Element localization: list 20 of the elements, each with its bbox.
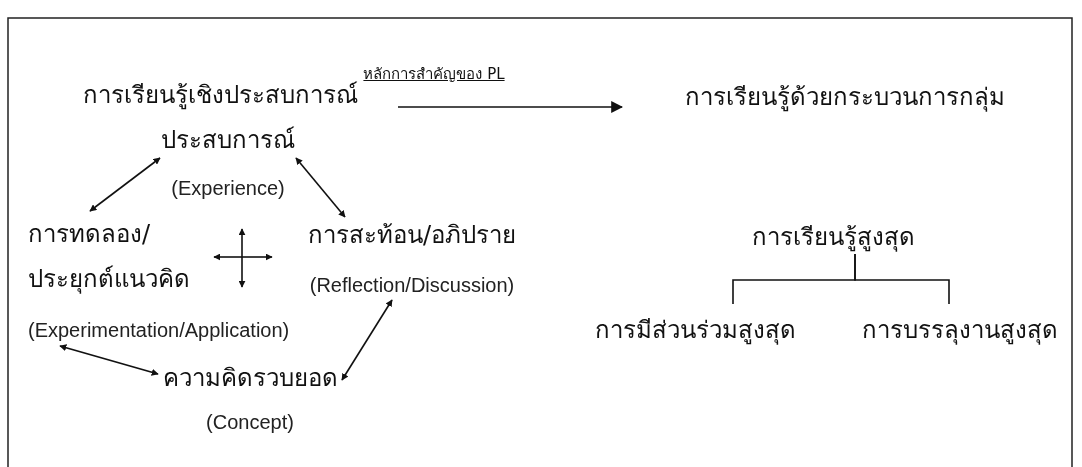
english-label: (Reflection/Discussion) — [308, 273, 516, 297]
arrow — [89, 157, 161, 212]
node-label: การเรียนรู้ด้วยกระบวนการกลุ่ม — [685, 81, 1005, 113]
node-label: การบรรลุงานสูงสุด — [862, 314, 1058, 346]
arrow — [397, 101, 624, 113]
arrow — [341, 299, 393, 381]
node-label: การทดลอง/ประยุกต์แนวคิด — [28, 219, 190, 296]
node-label: การสะท้อน/อภิปราย — [307, 220, 517, 251]
english-label: (Experimentation/Application) — [28, 318, 290, 342]
connector-line — [854, 253, 950, 305]
node-label: การมีส่วนร่วมสูงสุด — [594, 314, 796, 346]
node-label: ความคิดรวบยอด — [162, 363, 338, 394]
node-label: การเรียนรู้เชิงประสบการณ์ — [82, 79, 358, 111]
arrow — [59, 344, 159, 376]
english-label: (Experience) — [170, 176, 286, 200]
node-label: ประสบการณ์ — [161, 125, 295, 156]
node-label: การเรียนรู้สูงสุด — [751, 221, 915, 253]
english-label: (Concept) — [205, 410, 295, 434]
arrow — [295, 157, 346, 218]
title: หลักการสำคัญของ PL — [362, 64, 506, 85]
